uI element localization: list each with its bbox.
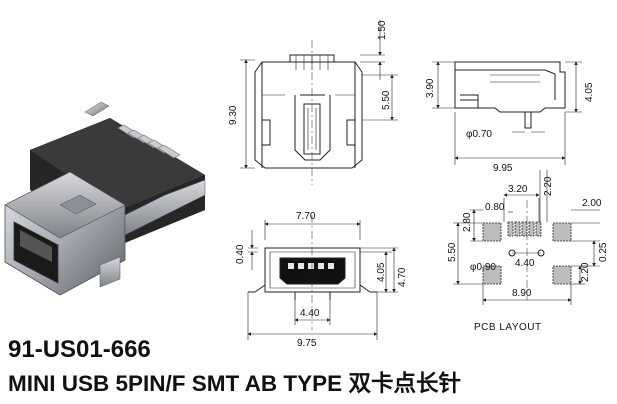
dim-pcb-320: 3.20	[508, 184, 528, 195]
dim-pcb-220a: 2.20	[543, 176, 554, 196]
dim-side-top: 1.50	[377, 20, 388, 40]
dim-pcb-hole: φ0.90	[470, 262, 496, 273]
product-description: MINI USB 5PIN/F SMT AB TYPE 双卡点长针	[8, 371, 461, 396]
dim-side-height: 9.30	[228, 105, 239, 125]
dim-front-overall: 9.75	[297, 338, 317, 349]
dim-end-length: 9.95	[493, 163, 513, 174]
dim-pcb-280: 2.80	[462, 212, 473, 232]
end-view	[432, 61, 582, 165]
pcb-layout	[453, 170, 600, 305]
dim-pcb-550: 5.50	[447, 242, 458, 262]
dim-pcb-200: 2.00	[582, 198, 602, 209]
dim-front-offset: 0.40	[235, 244, 246, 264]
dim-pcb-220b: 2.20	[580, 262, 591, 282]
dim-pcb-440: 4.40	[515, 258, 535, 269]
dim-front-h1: 4.05	[376, 262, 387, 282]
side-view	[240, 20, 398, 185]
dim-end-post: φ0.70	[466, 129, 492, 140]
part-number: 91-US01-666	[8, 336, 151, 363]
pcb-layout-label: PCB LAYOUT	[474, 322, 542, 333]
dim-front-h2: 4.70	[397, 267, 408, 287]
dim-pcb-080: 0.80	[485, 202, 505, 213]
front-view	[247, 215, 398, 340]
dim-front-pin-span: 4.40	[300, 308, 320, 319]
dim-front-width: 7.70	[296, 211, 316, 222]
dim-side-inner: 5.50	[381, 90, 392, 110]
connector-photo	[4, 101, 206, 296]
dim-pcb-025: 0.25	[598, 242, 609, 262]
dim-end-height: 3.90	[425, 78, 436, 98]
dim-pcb-890: 8.90	[512, 288, 532, 299]
dim-end-height2: 4.05	[584, 82, 595, 102]
